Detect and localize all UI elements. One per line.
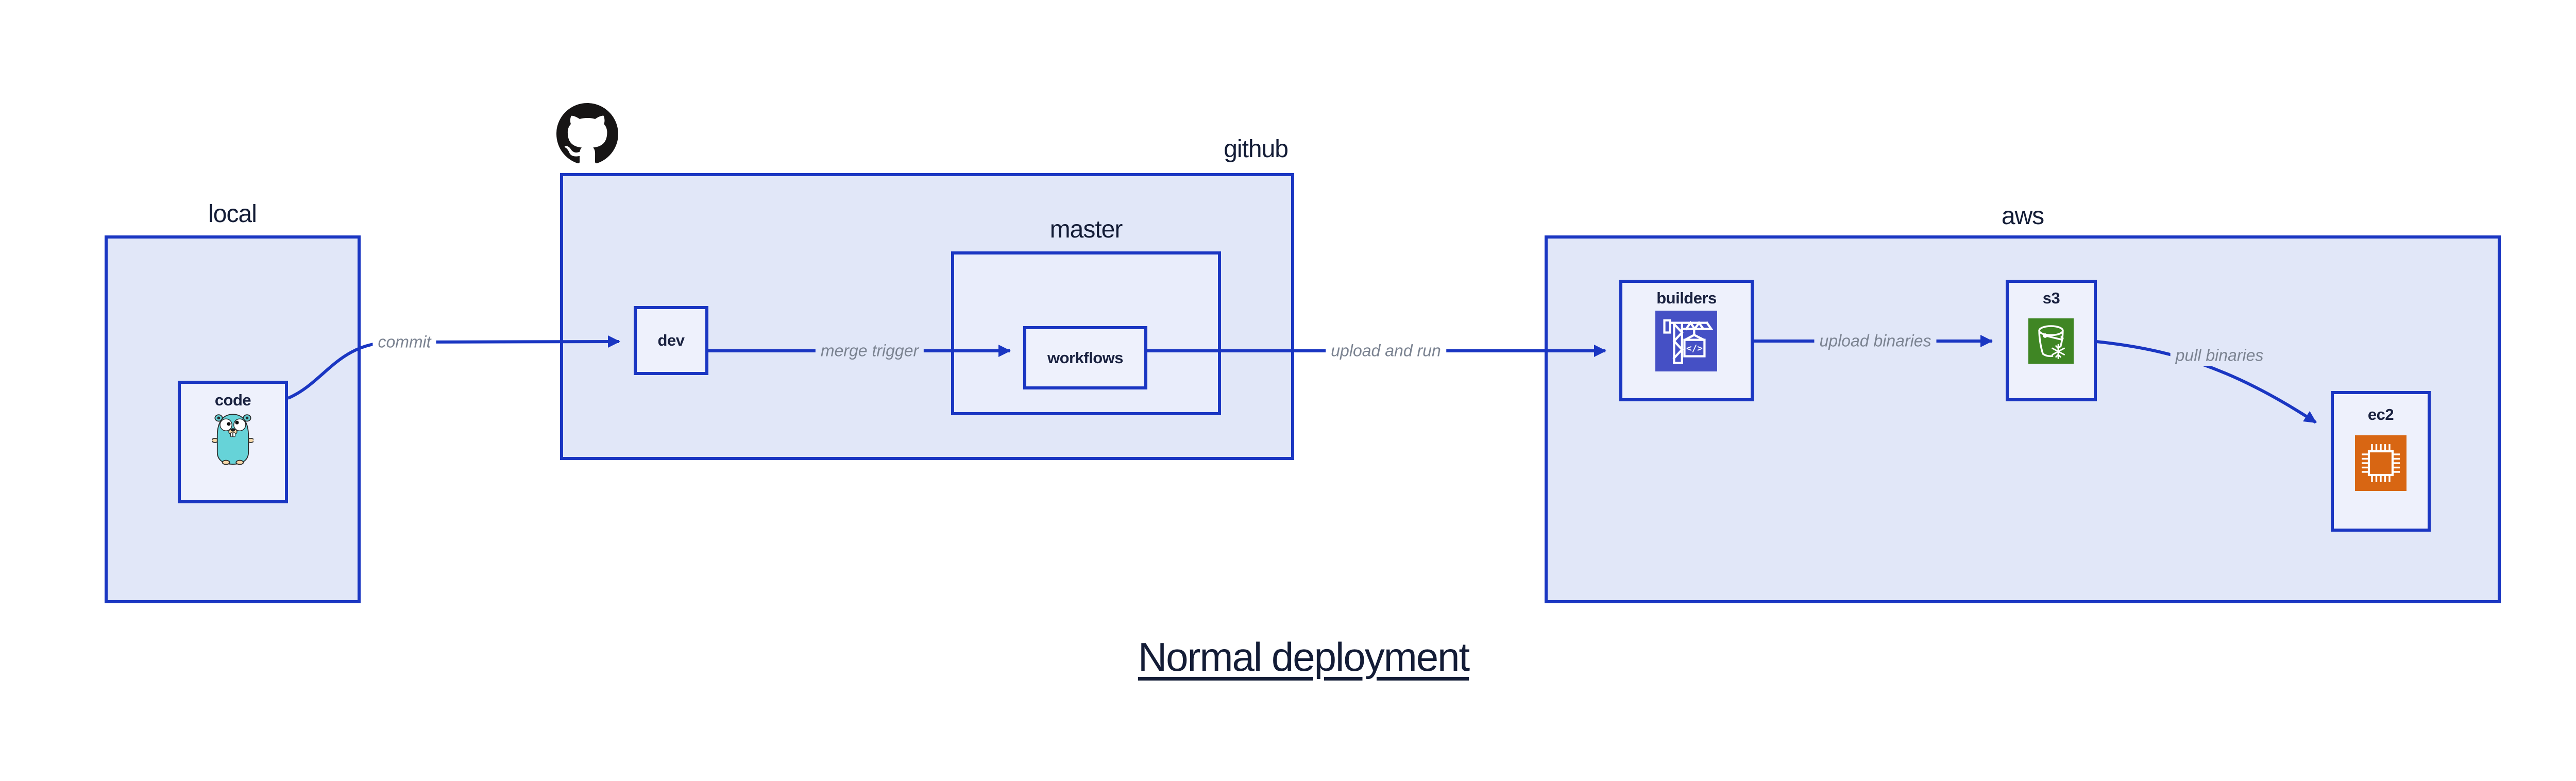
aws-ec2-chip-icon xyxy=(2355,435,2406,491)
s3-node-label: s3 xyxy=(2042,289,2060,307)
dev-node: dev xyxy=(634,306,708,375)
edge-label-commit: commit xyxy=(372,331,436,353)
edge-label-pull-binaries: pull binaries xyxy=(2170,345,2269,366)
workflows-node-label: workflows xyxy=(1047,348,1124,367)
workflows-node: workflows xyxy=(1023,326,1147,389)
code-node-label: code xyxy=(214,391,251,409)
dev-node-label: dev xyxy=(657,331,685,349)
edge-label-upload-binaries: upload binaries xyxy=(1814,330,1937,352)
ec2-node-label: ec2 xyxy=(2367,405,2394,423)
builders-node-label: builders xyxy=(1656,289,1717,307)
master-container-label: master xyxy=(1049,216,1123,243)
local-container-label: local xyxy=(208,200,257,228)
builders-icon-code-glyph: </> xyxy=(1686,344,1703,354)
github-octocat-icon xyxy=(556,103,618,165)
aws-container-label: aws xyxy=(2001,202,2044,230)
go-gopher-icon xyxy=(211,411,255,469)
diagram-title: Normal deployment xyxy=(1138,634,1470,680)
aws-codebuild-crane-icon: </> xyxy=(1655,311,1717,371)
edge-label-upload-and-run: upload and run xyxy=(1326,340,1446,362)
aws-s3-bucket-snowflake-icon xyxy=(2028,318,2074,364)
edge-label-merge-trigger: merge trigger xyxy=(815,340,924,362)
github-container-label: github xyxy=(1224,135,1289,163)
